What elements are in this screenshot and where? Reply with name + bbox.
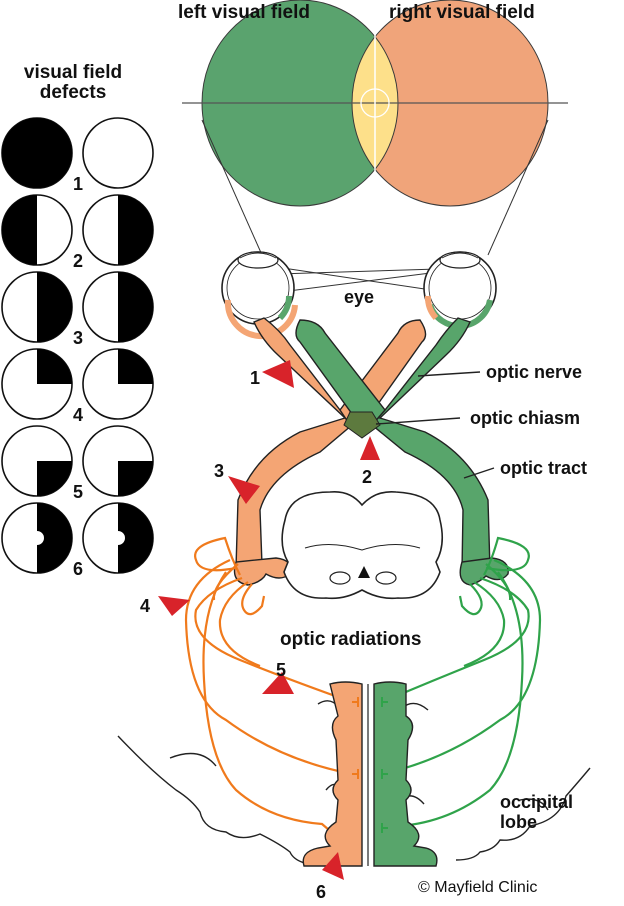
visual-fields <box>182 0 568 210</box>
lesion-number-5: 5 <box>276 660 286 680</box>
left-lgn <box>233 557 292 586</box>
defect-number-5: 5 <box>73 482 83 502</box>
defect-number-1: 1 <box>73 174 83 194</box>
optic-pathway <box>233 317 509 586</box>
occipital-outline <box>117 700 591 867</box>
defect-number-3: 3 <box>73 328 83 348</box>
lesion-marker-3 <box>228 476 260 504</box>
defect-2-left-scotoma <box>2 195 37 265</box>
defect-4-left-scotoma <box>37 349 72 384</box>
chiasm-core <box>343 411 381 439</box>
right-visual-field-label: right visual field <box>389 2 535 23</box>
lesion-marker-5 <box>262 672 294 694</box>
cortex-terminals <box>352 697 388 833</box>
defect-5-right-scotoma <box>118 461 153 496</box>
defect-4-right-scotoma <box>118 349 153 384</box>
right-eye <box>423 251 497 330</box>
optic-tract-label: optic tract <box>500 458 587 478</box>
defect-3-left-scotoma <box>37 272 72 342</box>
defect-pair-3: 3 <box>1 271 154 348</box>
left-visual-field-label: left visual field <box>178 2 310 23</box>
defect-pair-5: 5 <box>1 425 154 502</box>
lesion-marker-6 <box>322 852 344 880</box>
defect-number-6: 6 <box>73 559 83 579</box>
lesion-number-3: 3 <box>214 461 224 481</box>
orange-radiations <box>184 536 353 837</box>
defects-title-line1: visual field <box>24 62 122 83</box>
optic-nerve-label: optic nerve <box>486 362 582 382</box>
defect-pair-1: 1 <box>1 117 154 194</box>
eye-label: eye <box>344 287 374 307</box>
lesion-marker-4 <box>158 596 190 616</box>
defect-3-right-scotoma <box>118 272 153 342</box>
defect-pair-4: 4 <box>1 348 154 425</box>
defect-2-right-scotoma <box>118 195 153 265</box>
green-radiations <box>381 536 542 830</box>
fixation-ring <box>360 88 390 118</box>
lesion-number-2: 2 <box>362 467 372 487</box>
lesion-number-4: 4 <box>140 596 150 616</box>
left-eye <box>221 251 298 340</box>
lesion-number-6: 6 <box>316 882 326 902</box>
visual-cortex <box>302 681 438 867</box>
defect-number-4: 4 <box>73 405 83 425</box>
lesion-marker-numbers: 1 2 3 4 5 6 <box>140 368 372 902</box>
occipital-lobe-label-line2: lobe <box>500 812 537 832</box>
defect-pair-2: 2 <box>1 194 154 271</box>
visual-field-defects: 1 2 3 4 5 6 <box>1 117 154 579</box>
midbrain <box>281 490 444 600</box>
defect-5-left-scotoma <box>37 461 72 496</box>
leader-lines <box>375 371 495 479</box>
optic-radiations-label: optic radiations <box>280 629 421 650</box>
defect-pair-6: 6 <box>1 502 154 579</box>
lesion-number-1: 1 <box>250 368 260 388</box>
right-lgn <box>459 557 509 586</box>
lesion-marker-2 <box>360 436 380 460</box>
optic-chiasm-label: optic chiasm <box>470 408 580 428</box>
defect-1-right-eye-field <box>82 117 154 189</box>
defect-number-2: 2 <box>73 251 83 271</box>
defect-6-right-scotoma <box>118 503 153 573</box>
defect-1-left-scotoma <box>2 118 72 188</box>
lesion-markers <box>158 360 380 880</box>
defect-6-left-scotoma <box>37 503 72 573</box>
credit-text: © Mayfield Clinic <box>418 879 537 896</box>
lesion-marker-1 <box>262 360 294 388</box>
defects-title-line2: defects <box>40 82 107 103</box>
occipital-lobe-label-line1: occipital <box>500 792 573 812</box>
